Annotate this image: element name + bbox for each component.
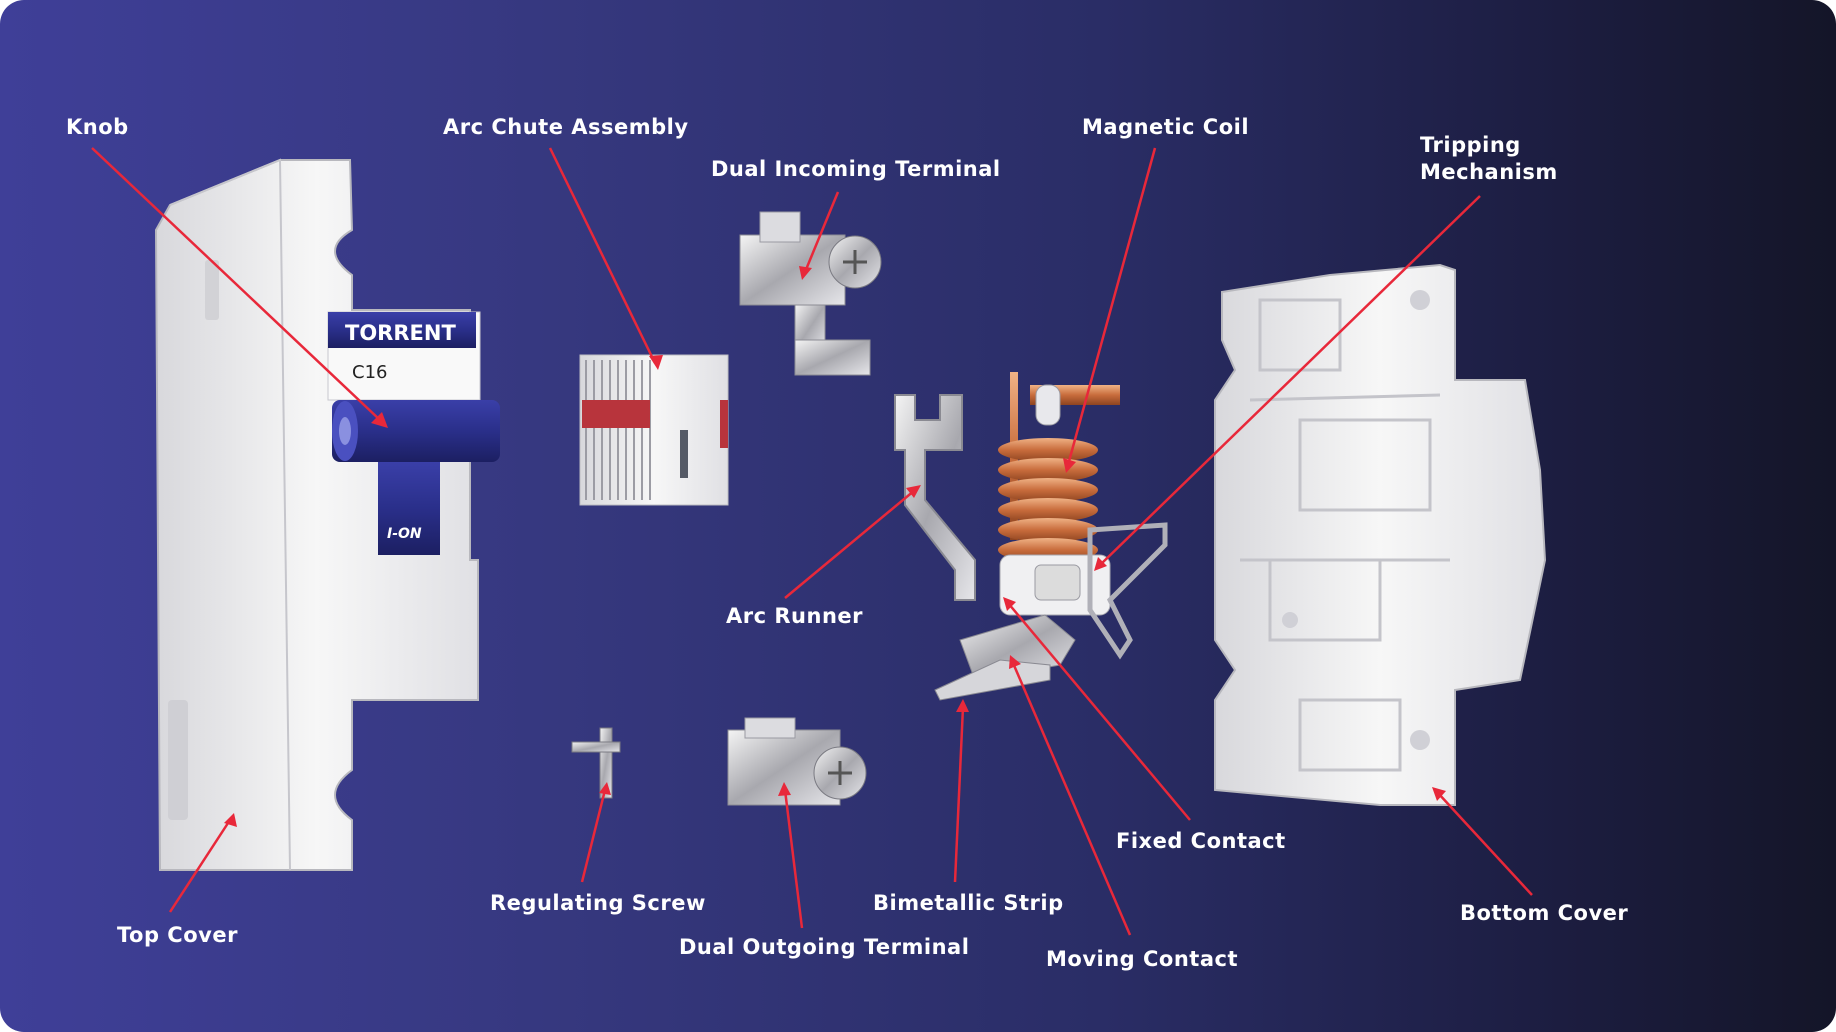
label-bimetallic-strip: Bimetallic Strip xyxy=(873,890,1064,917)
label-tripping-line-1: Tripping xyxy=(1420,132,1558,159)
label-top-cover: Top Cover xyxy=(117,922,238,949)
dual-incoming-terminal-part xyxy=(740,212,881,375)
label-fixed-contact: Fixed Contact xyxy=(1116,828,1286,855)
rating-text: C16 xyxy=(352,362,387,383)
label-moving-contact: Moving Contact xyxy=(1046,946,1238,973)
dual-outgoing-terminal-part xyxy=(728,718,866,805)
leader-arc-runner xyxy=(785,490,915,598)
label-dual-incoming-terminal: Dual Incoming Terminal xyxy=(711,156,1001,183)
leader-fixed-contact xyxy=(1008,603,1190,820)
label-regulating-screw: Regulating Screw xyxy=(490,890,706,917)
brand-text: TORRENT xyxy=(345,321,456,345)
label-magnetic-coil: Magnetic Coil xyxy=(1082,114,1249,141)
label-dual-outgoing-terminal: Dual Outgoing Terminal xyxy=(679,934,969,961)
label-arc-chute-assembly: Arc Chute Assembly xyxy=(443,114,689,141)
leader-magnetic-coil xyxy=(1068,148,1155,465)
top-cover-part xyxy=(156,160,500,870)
regulating-screw-part xyxy=(572,728,620,798)
leader-arc-chute xyxy=(550,148,655,363)
label-tripping-mechanism: Tripping Mechanism xyxy=(1420,132,1558,186)
switch-mark-text: I-ON xyxy=(387,526,422,542)
leader-regulating-screw xyxy=(582,790,605,882)
label-tripping-line-2: Mechanism xyxy=(1420,159,1558,186)
arc-chute-part xyxy=(580,355,728,505)
label-arc-runner: Arc Runner xyxy=(726,603,863,630)
label-knob: Knob xyxy=(66,114,129,141)
leader-dual-outgoing xyxy=(785,790,802,928)
leader-bottom-cover xyxy=(1438,793,1532,895)
bottom-cover-part xyxy=(1215,265,1545,805)
leader-bimetallic xyxy=(955,707,963,882)
label-bottom-cover: Bottom Cover xyxy=(1460,900,1628,927)
